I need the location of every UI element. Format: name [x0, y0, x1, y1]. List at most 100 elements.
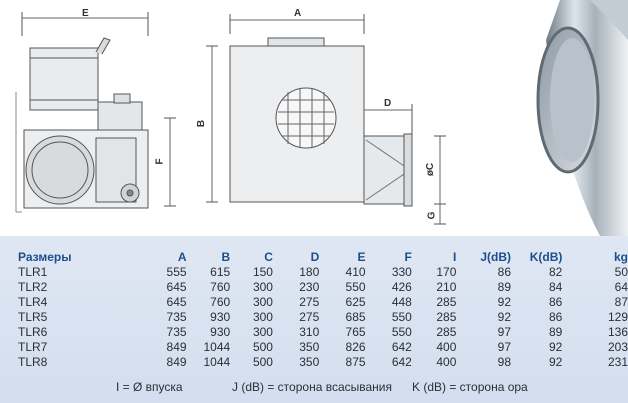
table-row: TLR2 645 760 300 230 550 426 210 89 84 64 [18, 280, 628, 295]
front-view [206, 14, 446, 225]
header-a: A [177, 250, 187, 264]
model-cell: TLR1 [18, 265, 48, 279]
value-cell: 1044 [203, 340, 231, 354]
value-cell: 735 [166, 310, 187, 324]
value-cell: 300 [252, 295, 273, 309]
value-cell: 550 [391, 325, 412, 339]
value-cell: 180 [299, 265, 320, 279]
value-cell: 285 [436, 310, 457, 324]
value-cell: 136 [607, 325, 628, 339]
value-cell: 645 [166, 295, 187, 309]
legend-i: I = Ø впуска [116, 380, 183, 394]
dim-label-e: E [82, 8, 89, 19]
value-cell: 285 [436, 295, 457, 309]
value-cell: 849 [166, 355, 187, 369]
value-cell: 210 [436, 280, 457, 294]
value-cell: 89 [497, 280, 511, 294]
model-cell: TLR2 [18, 280, 48, 294]
value-cell: 760 [210, 280, 231, 294]
header-i: I [453, 250, 457, 264]
dim-label-c: øC [425, 162, 437, 177]
value-cell: 275 [299, 295, 320, 309]
value-cell: 285 [436, 325, 457, 339]
dim-label-a: A [294, 8, 302, 19]
dimensions-table-panel: Размеры A B C D E F I J(dB) K(dB) kg TLR… [0, 236, 628, 403]
value-cell: 930 [210, 325, 231, 339]
value-cell: 97 [497, 325, 511, 339]
header-f: F [404, 250, 412, 264]
value-cell: 129 [607, 310, 628, 324]
header-kg: kg [613, 250, 628, 264]
duct-pipe-image [536, 0, 628, 236]
value-cell: 685 [345, 310, 366, 324]
dim-label-d: D [384, 98, 392, 109]
model-cell: TLR7 [18, 340, 48, 354]
value-cell: 500 [252, 355, 273, 369]
value-cell: 203 [607, 340, 628, 354]
value-cell: 82 [549, 265, 563, 279]
model-cell: TLR6 [18, 325, 48, 339]
value-cell: 645 [166, 280, 187, 294]
value-cell: 50 [614, 265, 628, 279]
value-cell: 826 [345, 340, 366, 354]
value-cell: 642 [391, 340, 412, 354]
header-j: J(dB) [480, 250, 511, 264]
value-cell: 1044 [203, 355, 231, 369]
value-cell: 550 [391, 310, 412, 324]
value-cell: 92 [497, 310, 511, 324]
value-cell: 86 [497, 265, 511, 279]
value-cell: 92 [549, 355, 563, 369]
dim-label-g: G [426, 211, 438, 220]
value-cell: 550 [345, 280, 366, 294]
value-cell: 448 [391, 295, 412, 309]
value-cell: 875 [345, 355, 366, 369]
header-d: D [310, 250, 320, 264]
value-cell: 555 [166, 265, 187, 279]
header-e: E [357, 250, 366, 264]
value-cell: 849 [166, 340, 187, 354]
value-cell: 98 [497, 355, 511, 369]
value-cell: 330 [391, 265, 412, 279]
value-cell: 625 [345, 295, 366, 309]
value-cell: 86 [549, 295, 563, 309]
value-cell: 400 [436, 355, 457, 369]
value-cell: 735 [166, 325, 187, 339]
table-row: TLR7 849 1044 500 350 826 642 400 97 92 203 [18, 340, 628, 355]
value-cell: 350 [299, 355, 320, 369]
value-cell: 84 [549, 280, 563, 294]
value-cell: 350 [299, 340, 320, 354]
value-cell: 64 [614, 280, 628, 294]
value-cell: 231 [607, 355, 628, 369]
value-cell: 97 [497, 340, 511, 354]
value-cell: 92 [549, 340, 563, 354]
value-cell: 400 [436, 340, 457, 354]
header-k: K(dB) [529, 250, 563, 264]
value-cell: 150 [252, 265, 273, 279]
value-cell: 930 [210, 310, 231, 324]
technical-drawing: E A B D F øC G [15, 0, 628, 236]
value-cell: 300 [252, 310, 273, 324]
header-b: B [221, 250, 231, 264]
value-cell: 86 [549, 310, 563, 324]
value-cell: 500 [252, 340, 273, 354]
model-cell: TLR5 [18, 310, 48, 324]
value-cell: 310 [299, 325, 320, 339]
value-cell: 87 [614, 295, 628, 309]
table-header-row: Размеры A B C D E F I J(dB) K(dB) kg [18, 250, 628, 265]
drawing-svg [15, 0, 628, 236]
value-cell: 300 [252, 280, 273, 294]
value-cell: 170 [436, 265, 457, 279]
value-cell: 300 [252, 325, 273, 339]
header-sizes: Размеры [18, 250, 72, 264]
value-cell: 426 [391, 280, 412, 294]
legend-j: J (dB) = сторона всасывания [232, 380, 392, 394]
header-c: C [264, 250, 273, 264]
dim-label-f: F [154, 158, 166, 165]
value-cell: 230 [299, 280, 320, 294]
legend-k: K (dB) = сторона ора [412, 380, 528, 394]
